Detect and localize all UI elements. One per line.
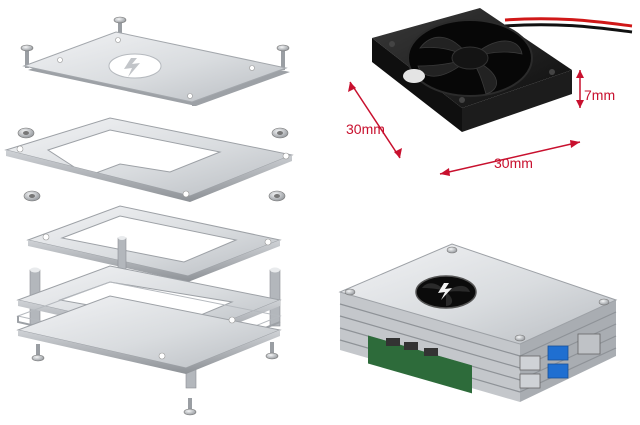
screw [183,398,197,416]
usb2-port [519,355,541,371]
hex-nut [271,127,289,139]
screw [113,16,127,36]
fan-width-label: 30mm [494,155,533,171]
exploded-case-view [4,16,294,416]
frame-layer [4,117,294,202]
cooling-fan [372,8,633,132]
assembled-case [338,243,618,402]
fan-height-label: 30mm [346,121,385,137]
fan-dimension-lines [348,70,584,176]
usb2-port [519,373,541,389]
standoff-pillar [269,267,281,327]
lightning-bolt-icon [124,58,140,77]
screw [344,288,356,296]
screw [446,246,458,254]
hex-nut [23,190,41,202]
frame-layer [26,205,282,282]
top-plate [22,31,290,106]
board-ports [368,333,601,394]
lightning-bolt-icon [438,283,452,300]
screw [20,44,34,68]
screw [598,298,610,306]
fan-depth-label: 7mm [584,87,615,103]
base-layer-stack [16,265,282,374]
usb3-port [547,363,569,379]
screw [514,334,526,342]
ethernet-port [577,333,601,355]
screw [265,342,279,360]
hex-nut [268,190,286,202]
hex-nut [17,127,35,139]
usb3-port [547,345,569,361]
usb-c-port [386,338,400,346]
screw [276,44,290,70]
micro-hdmi-port [424,348,438,356]
micro-hdmi-port [404,342,418,350]
case-top-plate [338,243,618,345]
screw [31,344,45,362]
